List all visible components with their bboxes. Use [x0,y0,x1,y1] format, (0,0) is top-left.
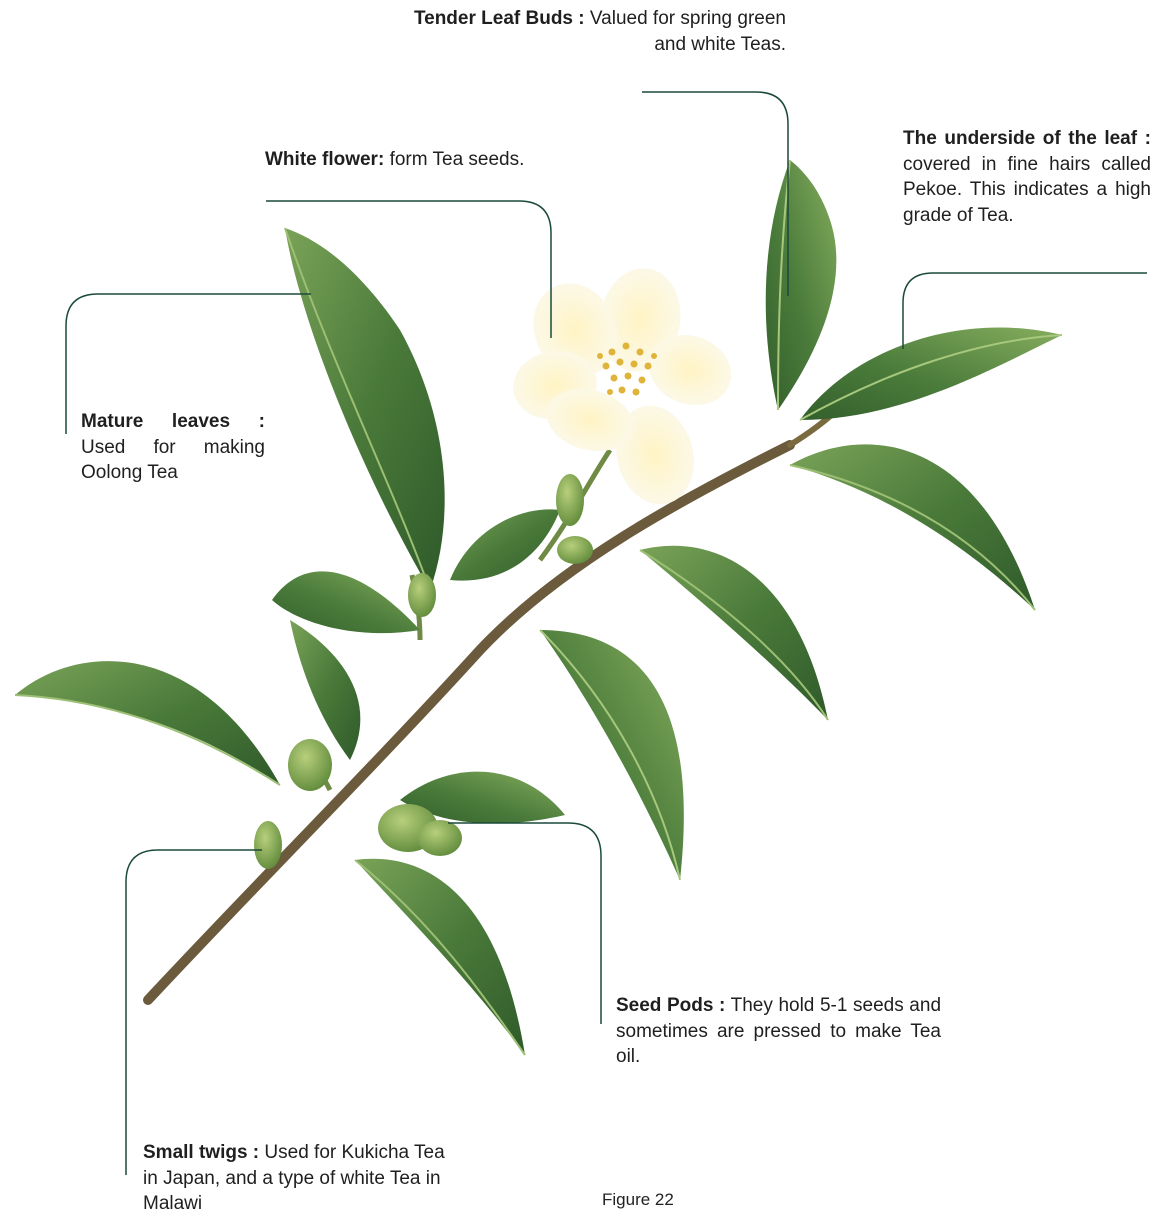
callout-term: Small twigs : [143,1142,259,1163]
callout-description: Used for making Oolong Tea [81,437,265,484]
callout-white-flower: White flower: form Tea seeds. [265,147,585,173]
right-lower-leaf [790,444,1035,610]
white-flower [508,262,741,513]
callout-term: The underside of the leaf : [903,128,1151,149]
callout-mature-leaves: Mature leaves : Used for making Oolong T… [81,409,265,486]
callout-seed-pods: Seed Pods : They hold 5-1 seeds and some… [616,993,941,1070]
leader-tender-buds [642,92,788,296]
left-leaf [15,661,280,785]
callout-description: form Tea seeds. [390,149,525,170]
upper-right-leaf [800,328,1062,420]
callout-small-twigs: Small twigs : Used for Kukicha Tea in Ja… [143,1140,455,1217]
callout-term: White flower: [265,149,384,170]
callout-term: Seed Pods : [616,995,725,1016]
leader-lines [66,92,1147,1175]
callout-leaf-underside: The underside of the leaf : covered in f… [903,126,1151,228]
callout-term: Tender Leaf Buds : [414,8,585,29]
tender-leaf-bud [766,160,837,410]
middle-right-leaf [640,546,828,720]
lower-middle-leaf [540,630,684,880]
callout-term: Mature leaves : [81,411,265,432]
mature-leaf [285,228,445,590]
callout-description: covered in fine hairs called Pekoe. This… [903,154,1151,226]
figure-caption: Figure 22 [602,1190,674,1210]
callout-tender-leaf-buds: Tender Leaf Buds : Valued for spring gre… [400,6,786,57]
callout-description: Valued for spring green and white Teas. [590,8,786,55]
